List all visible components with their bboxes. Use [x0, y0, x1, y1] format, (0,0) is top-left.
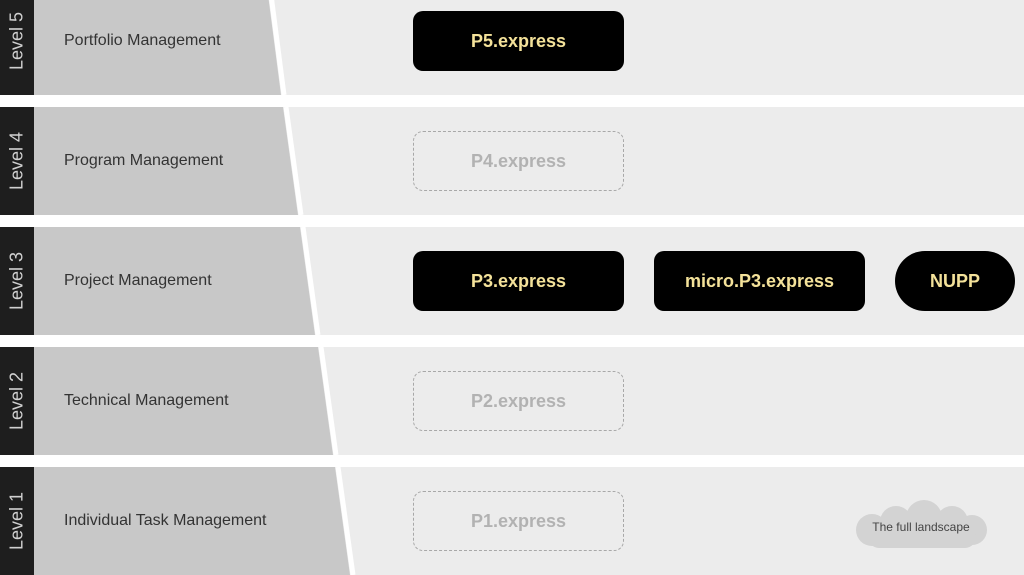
- level-2-tab-label: Level 2: [6, 371, 27, 431]
- p2-express-box[interactable]: P2.express: [413, 371, 624, 431]
- cloud-icon: [856, 500, 987, 548]
- level-5-title: Portfolio Management: [64, 32, 221, 49]
- level-5-row: Level 5 Portfolio Management P5.express: [0, 0, 1024, 95]
- level-1-title: Individual Task Management: [64, 512, 267, 529]
- p3-express-box[interactable]: P3.express: [413, 251, 624, 311]
- level-2-title: Technical Management: [64, 392, 229, 409]
- level-3-title: Project Management: [64, 272, 212, 289]
- p4-express-box[interactable]: P4.express: [413, 131, 624, 191]
- level-2-background: [0, 347, 1024, 455]
- level-3-row: Level 3 Project Management P3.express mi…: [0, 227, 1024, 335]
- level-1-tab-label: Level 1: [6, 491, 27, 551]
- level-4-tab-label: Level 4: [6, 131, 27, 191]
- level-1-tab: Level 1: [0, 467, 34, 575]
- level-2-tab: Level 2: [0, 347, 34, 455]
- micro-p3-express-box[interactable]: micro.P3.express: [654, 251, 865, 311]
- full-landscape-cloud-button[interactable]: The full landscape: [846, 500, 996, 554]
- level-3-tab: Level 3: [0, 227, 34, 335]
- nupp-box[interactable]: NUPP: [895, 251, 1015, 311]
- level-4-tab: Level 4: [0, 107, 34, 215]
- p1-express-box[interactable]: P1.express: [413, 491, 624, 551]
- p5-express-box[interactable]: P5.express: [413, 11, 624, 71]
- level-3-tab-label: Level 3: [6, 251, 27, 311]
- level-4-row: Level 4 Program Management P4.express: [0, 107, 1024, 215]
- level-5-tab: Level 5: [0, 0, 34, 95]
- full-landscape-label: The full landscape: [872, 520, 970, 534]
- level-2-row: Level 2 Technical Management P2.express: [0, 347, 1024, 455]
- level-5-tab-label: Level 5: [6, 11, 27, 71]
- level-4-background: [0, 107, 1024, 215]
- level-4-title: Program Management: [64, 152, 224, 169]
